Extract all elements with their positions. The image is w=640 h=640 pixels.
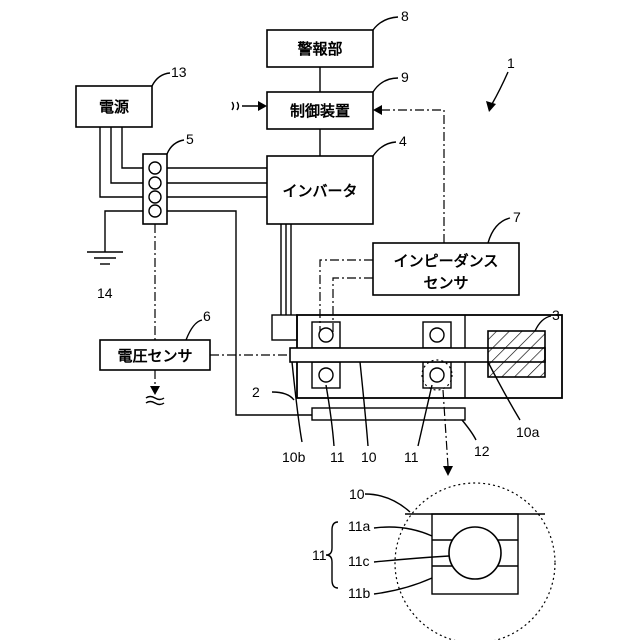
frame-ground-wire — [167, 211, 312, 415]
controller-ref: 9 — [401, 69, 409, 85]
detail-leader — [443, 390, 448, 466]
detail-part-11a: 11a — [348, 518, 371, 534]
detail-bearing-brace — [326, 522, 338, 588]
power-wire-3 — [122, 127, 143, 168]
power-source-label: 電源 — [99, 98, 129, 116]
impedance-probe-2 — [333, 278, 373, 332]
ground-wire — [105, 211, 143, 252]
bearing-right-leader — [418, 385, 432, 446]
bearing-left-leader — [326, 385, 334, 446]
controller-input-wave — [232, 102, 239, 110]
shaft-end-b-ref: 10b — [282, 449, 306, 465]
figure-number: 1 — [507, 55, 515, 71]
rotor-leader — [535, 316, 551, 331]
voltage-ref: 6 — [203, 308, 211, 324]
impedance-probe-1 — [320, 260, 373, 332]
voltage-output-arrow — [150, 386, 160, 395]
detail-11c-leader — [374, 556, 449, 562]
housing-leader — [272, 392, 294, 400]
detail-ball — [449, 527, 501, 579]
power-leader — [152, 73, 170, 86]
motor: 3 2 10a 10b 11 10 11 12 — [252, 307, 562, 465]
bearing-left-top — [319, 328, 333, 342]
ground: 14 — [87, 211, 143, 301]
bearing-left-bottom — [319, 368, 333, 382]
terminal-leader — [167, 140, 184, 154]
housing-ref: 2 — [252, 384, 260, 400]
bearing-right-top — [430, 328, 444, 342]
alarm-ref: 8 — [401, 8, 409, 24]
detail-bearing-ref: 11 — [312, 547, 327, 563]
detail-11a-leader — [374, 527, 432, 536]
detail-shaft-leader — [365, 494, 410, 512]
detail-part-11b: 11b — [348, 585, 371, 601]
impedance-ref: 7 — [513, 209, 521, 225]
voltage-leader — [186, 320, 202, 340]
shaft-end-a-ref: 10a — [516, 424, 540, 440]
impedance-sensor-label-1: インピーダンス — [394, 252, 499, 270]
power-ref: 13 — [171, 64, 187, 80]
impedance-signal-line — [382, 110, 444, 243]
detail-part-11c: 11c — [348, 553, 370, 569]
ground-ref: 14 — [97, 285, 113, 301]
inverter-unit-label: インバータ — [282, 182, 357, 200]
controller-unit-label: 制御装置 — [290, 102, 350, 120]
controller-input-arrow — [258, 101, 267, 111]
inverter-leader — [373, 142, 396, 156]
alarm-leader — [373, 17, 398, 30]
terminal-ref: 5 — [186, 131, 194, 147]
impedance-leader — [488, 218, 510, 243]
motor-flange — [272, 315, 297, 340]
bearing-right-ref: 11 — [404, 449, 419, 465]
motor-rotor — [488, 331, 545, 377]
voltage-output-wave — [146, 397, 164, 405]
shaft-leader — [360, 362, 368, 446]
detail-arrow — [443, 466, 453, 476]
bearing-right-bottom — [430, 368, 444, 382]
inverter-ref: 4 — [399, 133, 407, 149]
figure-leader — [492, 72, 508, 104]
base-leader — [462, 420, 476, 440]
base-ref: 12 — [474, 443, 490, 459]
bearing-detail: 10 11 11a 11c 11b — [312, 483, 555, 640]
alarm-unit-label: 警報部 — [296, 40, 342, 58]
inverter-unit: インバータ 4 — [267, 133, 407, 224]
alarm-unit: 警報部 8 — [267, 8, 409, 67]
rotor-ref: 3 — [552, 307, 560, 323]
impedance-sensor: インピーダンス センサ 7 — [373, 209, 521, 295]
motor-base — [312, 408, 465, 420]
shaft-ref: 10 — [361, 449, 377, 465]
voltage-sensor-label: 電圧センサ — [117, 347, 192, 365]
power-source: 電源 13 — [76, 64, 187, 127]
impedance-sensor-label-2: センサ — [423, 274, 468, 292]
bearing-left-ref: 11 — [330, 449, 345, 465]
terminal-block: 5 — [143, 131, 194, 224]
controller-leader — [373, 78, 398, 92]
figure-arrow — [486, 101, 496, 112]
detail-11b-leader — [374, 578, 432, 594]
impedance-signal-arrow — [373, 105, 382, 115]
power-wire-2 — [111, 127, 143, 183]
detail-marker — [422, 360, 452, 390]
detail-shaft-ref: 10 — [349, 486, 365, 502]
